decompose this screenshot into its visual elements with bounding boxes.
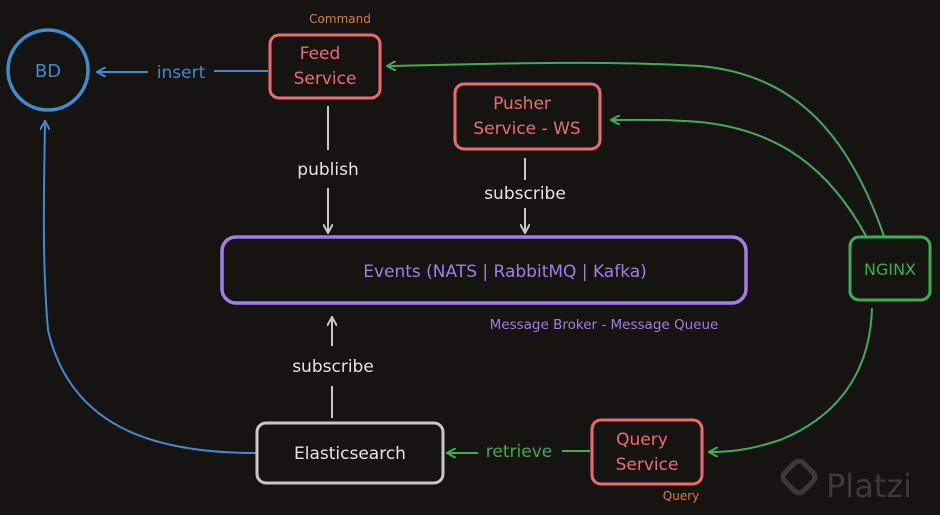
query-tag: Query	[663, 489, 699, 503]
retrieve-label: retrieve	[486, 442, 552, 462]
pusher-service-node: Pusher Service - WS	[453, 82, 602, 151]
nginx-label: NGINX	[864, 260, 916, 279]
bd-circle	[6, 28, 90, 112]
pusher-service-box	[453, 82, 602, 151]
events-label: Events (NATS | RabbitMQ | Kafka)	[363, 262, 647, 282]
pusher-service-subtitle: Service - WS	[473, 119, 580, 139]
edge-nginx-to-query	[710, 307, 873, 452]
bd-label: BD	[35, 61, 61, 82]
elasticsearch-label: Elasticsearch	[294, 444, 406, 464]
query-service-subtitle: Service	[616, 455, 679, 475]
feed-service-subtitle: Service	[294, 69, 357, 89]
query-service-node: Query Service	[590, 418, 704, 486]
platzi-wordmark: Platzi	[826, 467, 912, 505]
platzi-watermark: Platzi	[780, 458, 912, 505]
elasticsearch-node: Elasticsearch	[255, 421, 445, 485]
subscribe-bottom-label: subscribe	[292, 357, 374, 377]
command-tag: Command	[309, 12, 371, 26]
feed-service-title: Feed	[300, 44, 341, 64]
subscribe-top-label: subscribe	[484, 184, 566, 204]
platzi-logo-icon	[780, 458, 818, 496]
events-box	[220, 235, 748, 305]
publish-label: publish	[297, 160, 358, 180]
pusher-service-title: Pusher	[493, 94, 551, 114]
query-service-title: Query	[616, 430, 668, 450]
insert-label: insert	[157, 63, 206, 83]
edge-nginx-to-pusher	[612, 120, 867, 237]
edge-elasticsearch-to-bd	[44, 122, 257, 454]
feed-service-box	[268, 33, 382, 100]
bd-node: BD	[6, 28, 90, 112]
feed-service-node: Feed Service	[268, 33, 382, 100]
events-node: Events (NATS | RabbitMQ | Kafka)	[220, 235, 748, 305]
nginx-box	[848, 235, 932, 302]
nginx-node: NGINX	[848, 235, 932, 302]
query-service-box	[590, 418, 704, 486]
elasticsearch-box	[255, 421, 445, 485]
message-broker-caption: Message Broker - Message Queue	[490, 317, 719, 333]
edge-nginx-to-feed	[388, 63, 885, 237]
